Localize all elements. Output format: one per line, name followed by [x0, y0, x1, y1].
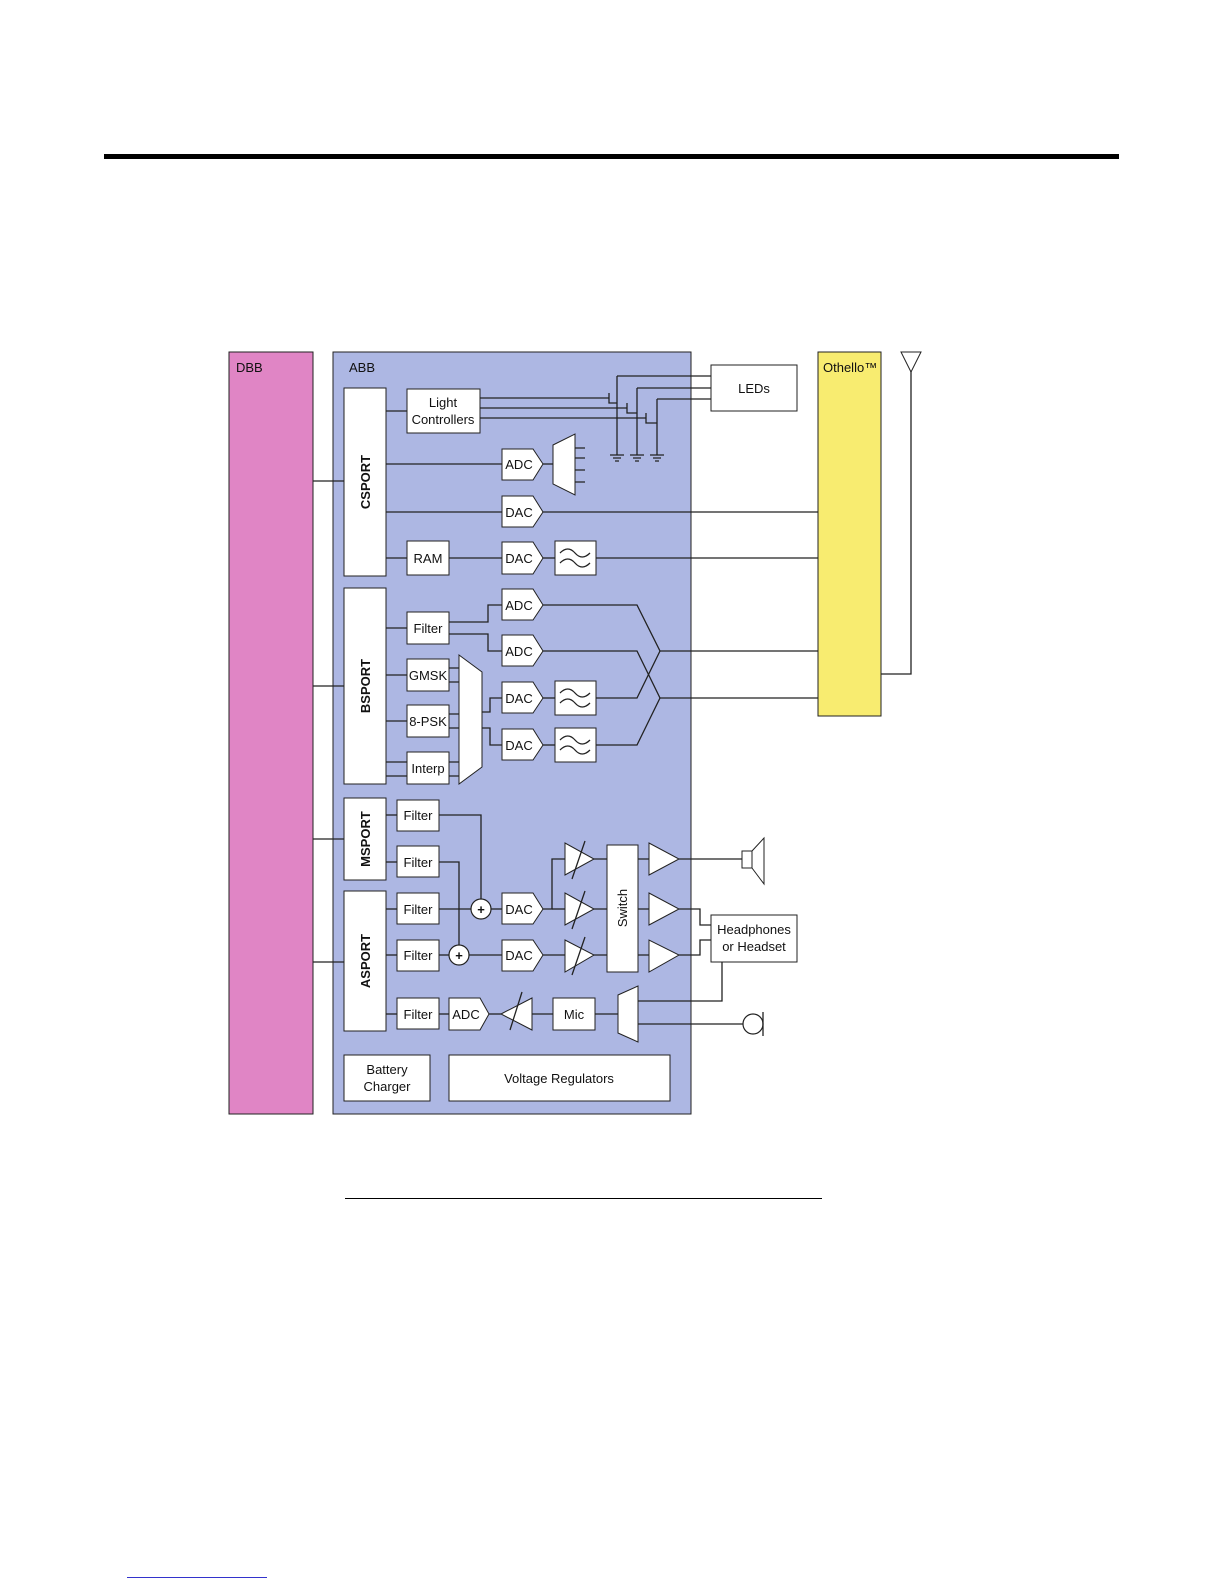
asport-label: ASPORT [358, 934, 373, 988]
microphone-icon [743, 1012, 763, 1036]
svg-text:Filter: Filter [404, 1007, 434, 1022]
svg-text:Filter: Filter [404, 855, 434, 870]
dbb-region: DBB [229, 352, 313, 1114]
dbb-label: DBB [236, 360, 263, 375]
svg-text:Light: Light [429, 395, 458, 410]
svg-text:Switch: Switch [615, 889, 630, 927]
othello-label: Othello™ [823, 360, 877, 375]
svg-text:DAC: DAC [505, 948, 532, 963]
svg-text:Filter: Filter [404, 902, 434, 917]
asport-block: ASPORT [344, 891, 386, 1031]
leds-block: LEDs [711, 365, 797, 411]
svg-text:LEDs: LEDs [738, 381, 770, 396]
speaker-icon [742, 838, 764, 884]
svg-text:DAC: DAC [505, 902, 532, 917]
csport-label: CSPORT [358, 455, 373, 509]
svg-text:Voltage Regulators: Voltage Regulators [504, 1071, 614, 1086]
bsport-label: BSPORT [358, 659, 373, 713]
svg-text:Filter: Filter [404, 808, 434, 823]
svg-text:Filter: Filter [404, 948, 434, 963]
svg-text:DAC: DAC [505, 551, 532, 566]
svg-text:RAM: RAM [414, 551, 443, 566]
antenna-icon [881, 352, 921, 674]
svg-text:or Headset: or Headset [722, 939, 786, 954]
svg-text:+: + [455, 948, 463, 963]
svg-text:8-PSK: 8-PSK [409, 714, 447, 729]
light-controllers-block: Light Controllers [407, 389, 480, 433]
othello-region: Othello™ [818, 352, 881, 716]
svg-text:Battery: Battery [366, 1062, 408, 1077]
footer-link-rule [127, 1577, 267, 1578]
svg-text:Charger: Charger [364, 1079, 412, 1094]
svg-text:ADC: ADC [505, 644, 532, 659]
abb-label: ABB [349, 360, 375, 375]
svg-text:DAC: DAC [505, 738, 532, 753]
voltage-regulators-block: Voltage Regulators [449, 1055, 670, 1101]
svg-text:+: + [477, 902, 485, 917]
svg-text:Mic: Mic [564, 1007, 585, 1022]
svg-text:Controllers: Controllers [412, 412, 475, 427]
svg-text:ADC: ADC [505, 598, 532, 613]
svg-text:ADC: ADC [505, 457, 532, 472]
msport-block: MSPORT [344, 798, 386, 880]
caption-rule [345, 1198, 822, 1199]
svg-text:DAC: DAC [505, 691, 532, 706]
svg-text:Interp: Interp [411, 761, 444, 776]
svg-text:GMSK: GMSK [409, 668, 448, 683]
svg-text:DAC: DAC [505, 505, 532, 520]
msport-label: MSPORT [358, 811, 373, 867]
bsport-block: BSPORT [344, 588, 386, 784]
svg-text:ADC: ADC [452, 1007, 479, 1022]
csport-block: CSPORT [344, 388, 386, 576]
battery-charger-block: Battery Charger [344, 1055, 430, 1101]
svg-text:Headphones: Headphones [717, 922, 791, 937]
svg-text:Filter: Filter [414, 621, 444, 636]
